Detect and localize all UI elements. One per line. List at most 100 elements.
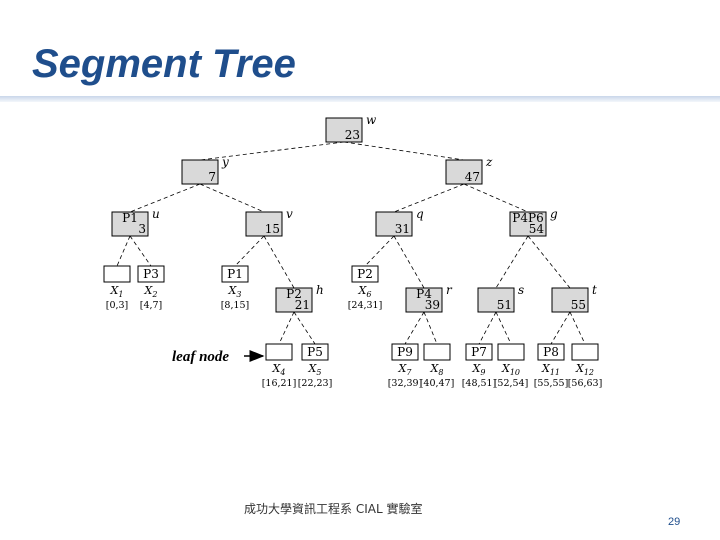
node-tag: g xyxy=(550,207,558,221)
tree-edge xyxy=(199,141,345,161)
node-box xyxy=(137,265,165,283)
leaf-variable: X2 xyxy=(144,284,158,299)
node-value: 55 xyxy=(571,298,586,312)
node-tag: t xyxy=(592,283,597,297)
node-value: 31 xyxy=(395,222,410,236)
leaf-variable: X11 xyxy=(541,362,560,377)
tree-node-n7: 7y xyxy=(181,155,229,185)
node-box xyxy=(445,159,483,185)
tree-edge xyxy=(199,183,265,213)
leaf-variable: X10 xyxy=(501,362,520,377)
node-value: 7 xyxy=(208,170,216,184)
node-box xyxy=(181,159,219,185)
tree-edge xyxy=(129,183,201,213)
tree-node-q: 31 q xyxy=(375,207,424,237)
footer-text: 成功大學資訊工程系 CIAL 實驗室 xyxy=(244,502,423,516)
segment-label: P3 xyxy=(143,267,159,281)
leaf-variable: X8 xyxy=(430,362,444,377)
node-box xyxy=(275,287,313,313)
tree-edge xyxy=(234,235,265,267)
leaf-range: [4,7] xyxy=(140,300,163,311)
tree-node-v: 15v xyxy=(245,207,293,237)
leaf-range: [55,55] xyxy=(534,378,569,389)
node-box xyxy=(537,343,565,361)
segment-label: P5 xyxy=(307,345,323,359)
tree-edge xyxy=(527,235,571,289)
leaf-variable: X9 xyxy=(472,362,486,377)
node-value: 15 xyxy=(265,222,280,236)
node-box xyxy=(351,265,379,283)
node-box xyxy=(509,211,547,237)
leaf-range: [0,3] xyxy=(106,300,129,311)
leaf-range: [48,51] xyxy=(462,378,497,389)
node-box xyxy=(375,211,413,237)
node-box xyxy=(111,211,149,237)
slide-title: Segment Tree xyxy=(32,42,296,86)
node-box xyxy=(551,287,589,313)
node-tag: y xyxy=(221,155,229,169)
segment-label: P9 xyxy=(397,345,413,359)
leaf-range: [52,54] xyxy=(494,378,529,389)
leaf-range: [24,31] xyxy=(348,300,383,311)
tree-edge xyxy=(495,235,529,289)
node-box xyxy=(391,343,419,361)
leaf-variable: X12 xyxy=(575,362,594,377)
tree-edge xyxy=(343,141,465,161)
leaf-range: [22,23] xyxy=(298,378,333,389)
node-box xyxy=(103,265,131,283)
tree-node-s: 51s xyxy=(477,283,524,313)
tree-edge xyxy=(278,311,295,345)
node-box xyxy=(477,287,515,313)
tree-edge xyxy=(364,235,395,267)
tree-edge xyxy=(393,235,425,289)
node-box xyxy=(265,343,293,361)
tree-edge xyxy=(263,235,295,289)
page-number: 29 xyxy=(668,516,681,528)
tree-node-l4: X4[16,21] xyxy=(262,343,297,389)
leaf-variable: X5 xyxy=(308,362,322,377)
tree-node-l8: X8[40,47] xyxy=(420,343,454,389)
tree-edge xyxy=(463,183,529,213)
tree-edge xyxy=(478,311,497,345)
node-box xyxy=(497,343,525,361)
leaf-variable: X6 xyxy=(358,284,372,299)
leaf-range: [8,15] xyxy=(221,300,250,311)
node-value: 39 xyxy=(425,298,440,312)
node-box xyxy=(423,343,451,361)
segment-label: P1 xyxy=(122,211,138,225)
node-box xyxy=(325,117,363,143)
title-divider xyxy=(0,96,720,102)
leaf-node-label: leaf node xyxy=(172,349,229,365)
leaf-range: [16,21] xyxy=(262,378,297,389)
node-value: 3 xyxy=(138,222,146,236)
leaf-variable: X4 xyxy=(272,362,286,377)
segment-label: P4P6 xyxy=(512,211,543,225)
node-box xyxy=(405,287,443,313)
segment-label: P2 xyxy=(357,267,373,281)
node-value: 23 xyxy=(345,128,360,142)
tree-edge xyxy=(569,311,586,345)
tree-node-l10: X10[52,54] xyxy=(494,343,529,389)
tree-edge xyxy=(129,235,152,267)
tree-node-t: 55 t xyxy=(551,283,597,313)
tree-node-n47: 47z xyxy=(445,155,493,185)
leaf-range: [32,39] xyxy=(388,378,423,389)
tree-node-l12: X12[56,63] xyxy=(568,343,603,389)
node-tag: q xyxy=(416,207,424,221)
tree-edge xyxy=(116,235,131,267)
node-box xyxy=(221,265,249,283)
leaf-range: [56,63] xyxy=(568,378,603,389)
node-tag: z xyxy=(485,155,493,169)
node-value: 21 xyxy=(295,298,310,312)
node-value: 51 xyxy=(497,298,512,312)
